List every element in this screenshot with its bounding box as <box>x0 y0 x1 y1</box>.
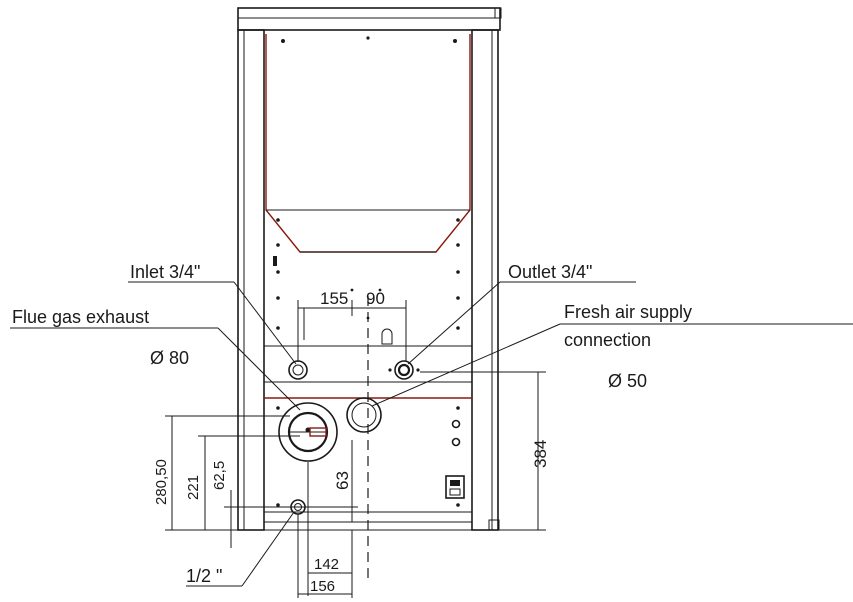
dim-155: 155 <box>320 289 348 308</box>
dim-63: 63 <box>333 471 352 490</box>
dim-280-50: 280,50 <box>153 459 170 505</box>
dim-62-5: 62,5 <box>211 461 228 490</box>
flue-gas-outlet <box>278 402 338 462</box>
flue-diameter-label: Ø 80 <box>150 348 189 368</box>
drain-label: 1/2 " <box>186 566 222 586</box>
outlet-label: Outlet 3/4" <box>508 262 592 282</box>
flue-gas-label: Flue gas exhaust <box>12 307 149 327</box>
fresh-air-diameter-label: Ø 50 <box>608 371 647 391</box>
dimension-lines <box>165 300 546 598</box>
dim-90: 90 <box>366 289 385 308</box>
stove-cabinet <box>237 7 502 531</box>
dim-142: 142 <box>314 556 339 573</box>
dim-221: 221 <box>185 475 202 500</box>
leader-lines <box>10 281 853 587</box>
inlet-label: Inlet 3/4" <box>130 262 200 282</box>
dim-156: 156 <box>310 578 335 595</box>
fresh-air-label-line2: connection <box>564 330 651 350</box>
fresh-air-label-line1: Fresh air supply <box>564 302 692 322</box>
water-inlet-connection <box>288 360 308 380</box>
fresh-air-inlet <box>346 397 382 433</box>
dim-384: 384 <box>531 440 550 468</box>
water-outlet-connection <box>388 360 420 380</box>
